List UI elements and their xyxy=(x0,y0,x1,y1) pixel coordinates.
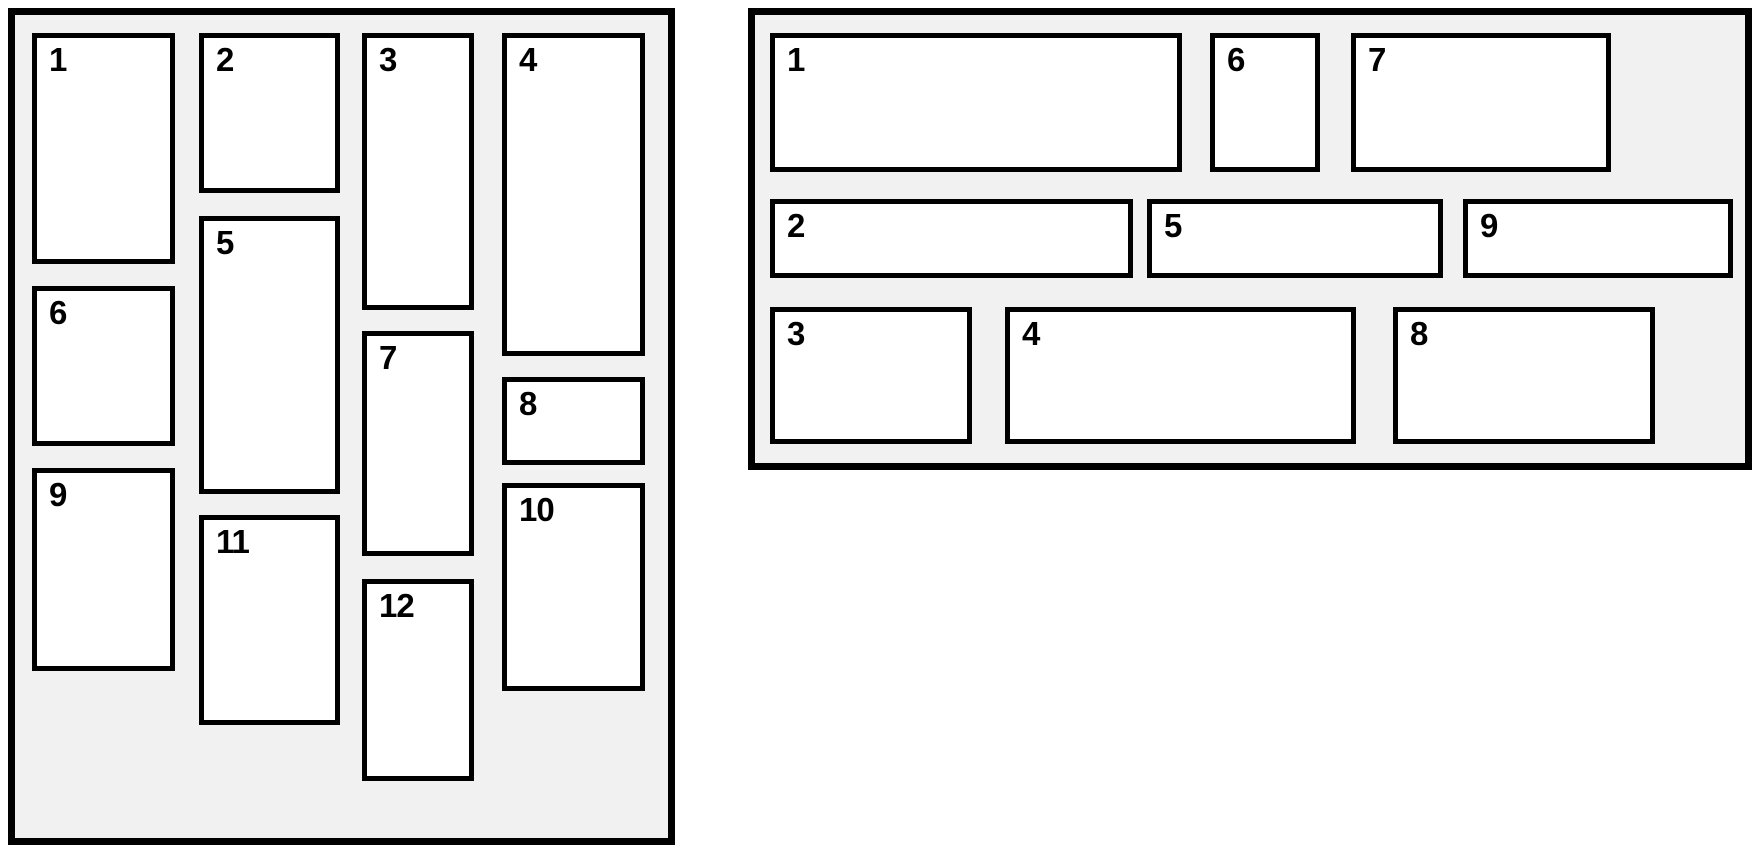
left-item-12: 12 xyxy=(362,579,474,781)
item-label: 6 xyxy=(49,294,67,331)
right-item-9: 9 xyxy=(1463,199,1733,278)
item-label: 10 xyxy=(519,491,555,528)
item-label: 1 xyxy=(787,41,805,78)
columns-masonry-panel: 1 2 3 4 5 6 7 8 9 10 11 12 xyxy=(8,8,675,845)
item-label: 6 xyxy=(1227,41,1245,78)
item-label: 4 xyxy=(1022,315,1040,352)
left-item-11: 11 xyxy=(199,515,340,725)
right-item-8: 8 xyxy=(1393,307,1655,444)
item-label: 9 xyxy=(49,476,67,513)
item-label: 1 xyxy=(49,41,67,78)
item-label: 9 xyxy=(1480,207,1498,244)
left-item-10: 10 xyxy=(502,483,645,691)
right-item-1: 1 xyxy=(770,33,1182,172)
item-label: 11 xyxy=(216,523,250,560)
right-item-3: 3 xyxy=(770,307,972,444)
item-label: 4 xyxy=(519,41,537,78)
left-item-5: 5 xyxy=(199,216,340,494)
left-item-9: 9 xyxy=(32,468,175,671)
left-item-1: 1 xyxy=(32,33,175,264)
item-label: 3 xyxy=(379,41,397,78)
item-label: 5 xyxy=(1164,207,1182,244)
right-item-6: 6 xyxy=(1210,33,1320,172)
right-item-2: 2 xyxy=(770,199,1133,278)
item-label: 8 xyxy=(519,385,537,422)
item-label: 7 xyxy=(379,339,397,376)
right-item-5: 5 xyxy=(1147,199,1443,278)
right-item-7: 7 xyxy=(1351,33,1611,172)
item-label: 2 xyxy=(216,41,234,78)
item-label: 5 xyxy=(216,224,234,261)
item-label: 12 xyxy=(379,587,415,624)
left-item-3: 3 xyxy=(362,33,474,310)
left-item-4: 4 xyxy=(502,33,645,356)
item-label: 8 xyxy=(1410,315,1428,352)
left-item-7: 7 xyxy=(362,331,474,556)
item-label: 3 xyxy=(787,315,805,352)
left-item-6: 6 xyxy=(32,286,175,446)
rows-masonry-panel: 1 6 7 2 5 9 3 4 8 xyxy=(748,8,1752,470)
item-label: 2 xyxy=(787,207,805,244)
item-label: 7 xyxy=(1368,41,1386,78)
left-item-2: 2 xyxy=(199,33,340,193)
right-item-4: 4 xyxy=(1005,307,1356,444)
left-item-8: 8 xyxy=(502,377,645,465)
